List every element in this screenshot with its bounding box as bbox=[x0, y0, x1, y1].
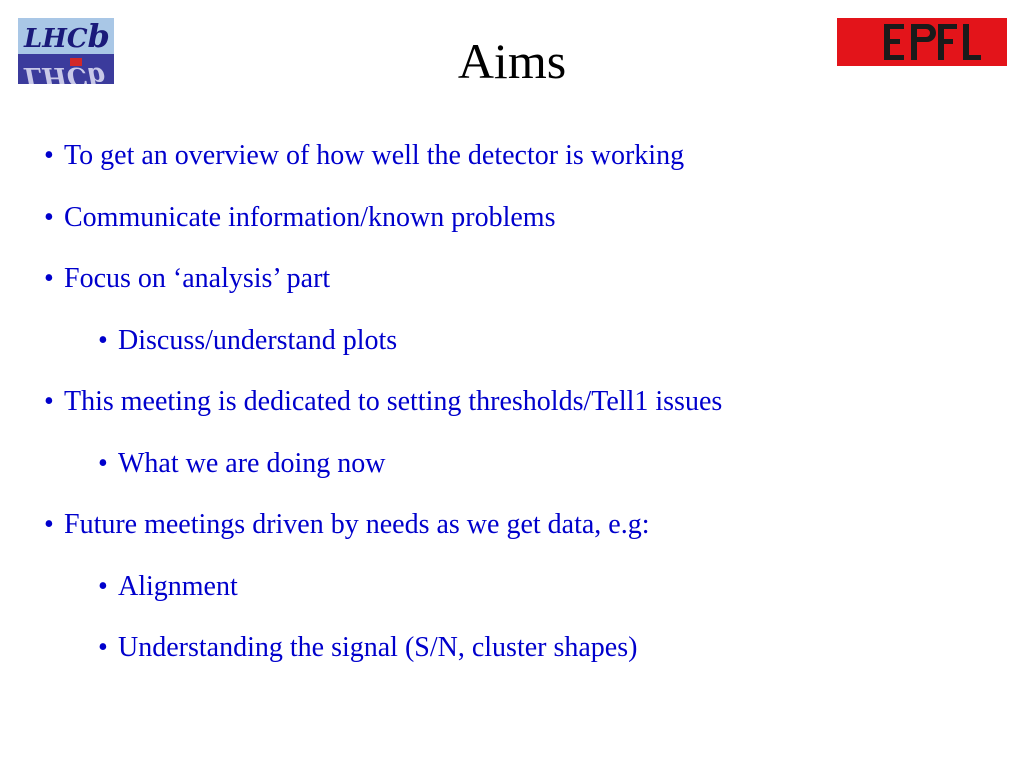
bullet-dot: • bbox=[44, 263, 54, 294]
slide-title: Aims bbox=[457, 33, 567, 89]
sub-bullet-item: • Alignment bbox=[44, 565, 722, 627]
bullet-dot: • bbox=[98, 324, 108, 356]
bullet-item: • This meeting is dedicated to setting th… bbox=[44, 380, 722, 442]
bullet-text: Discuss/understand plots bbox=[118, 324, 398, 356]
bullet-item: • Focus on ‘analysis’ part bbox=[44, 257, 722, 319]
bullet-item: • Future meetings driven by needs as we g… bbox=[44, 503, 722, 565]
bullet-dot: • bbox=[98, 447, 108, 479]
svg-text:LHCb: LHCb bbox=[23, 18, 110, 55]
sub-bullet-item: • Discuss/understand plots bbox=[44, 319, 722, 381]
bullet-text: What we are doing now bbox=[118, 447, 386, 479]
bullet-dot: • bbox=[98, 570, 108, 602]
bullet-item: • To get an overview of how well the dete… bbox=[44, 134, 722, 196]
bullet-dot: • bbox=[44, 509, 54, 540]
bullet-item: • Communicate information/known problems bbox=[44, 196, 722, 258]
svg-text:LHCb: LHCb bbox=[23, 61, 106, 84]
sub-bullet-item: • What we are doing now bbox=[44, 442, 722, 504]
bullet-text: Alignment bbox=[118, 570, 238, 602]
bullet-text: Understanding the signal (S/N, cluster s… bbox=[118, 632, 638, 663]
lhcb-logo: LHCb LHCb bbox=[18, 18, 114, 84]
bullet-text: Communicate information/known problems bbox=[64, 201, 556, 233]
bullet-text: To get an overview of how well the detec… bbox=[64, 140, 685, 171]
bullet-dot: • bbox=[44, 140, 54, 171]
bullet-list: • To get an overview of how well the dete… bbox=[44, 134, 722, 688]
bullet-text: This meeting is dedicated to setting thr… bbox=[64, 386, 723, 417]
bullet-dot: • bbox=[44, 386, 54, 417]
bullet-dot: • bbox=[44, 201, 54, 233]
bullet-text: Future meetings driven by needs as we ge… bbox=[64, 509, 650, 540]
epfl-logo bbox=[837, 18, 1007, 66]
sub-bullet-item: • Understanding the signal (S/N, cluster … bbox=[44, 626, 722, 688]
bullet-dot: • bbox=[98, 632, 108, 663]
bullet-text: Focus on ‘analysis’ part bbox=[64, 263, 331, 294]
